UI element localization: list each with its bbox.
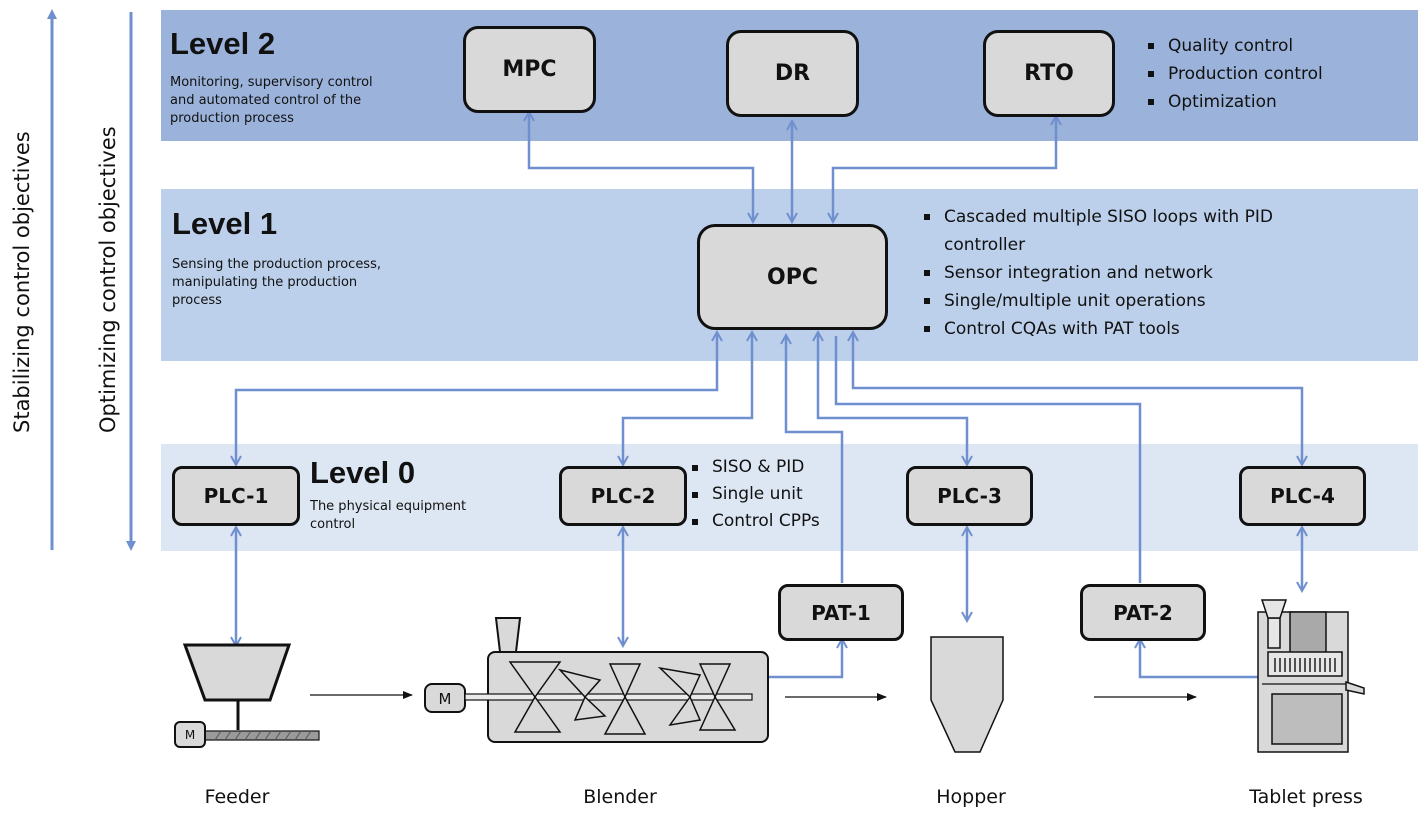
blender-label: Blender	[583, 786, 657, 808]
link-mpc-opc	[529, 113, 753, 221]
pat-1-box: PAT-1	[778, 584, 904, 641]
plc-2-box: PLC-2	[559, 466, 687, 526]
level-2-bullets: Quality control Production control Optim…	[1146, 32, 1323, 116]
pat-2-box: PAT-2	[1080, 584, 1206, 641]
level-1-description: Sensing the production process, manipula…	[172, 257, 381, 308]
plc-3-box: PLC-3	[906, 466, 1033, 526]
feeder-motor-label: M	[185, 728, 195, 742]
blender-icon	[424, 617, 769, 743]
link-press-pat2	[1140, 640, 1258, 679]
tablet-press-icon	[1257, 599, 1365, 753]
link-blender-pat1	[768, 640, 842, 679]
level-2-bullet: Optimization	[1146, 88, 1323, 116]
level-0-bullets: SISO & PID Single unit Control CPPs	[690, 454, 820, 535]
tablet-press-label: Tablet press	[1249, 786, 1363, 808]
feeder-icon	[174, 643, 320, 748]
link-opc-plc4	[853, 333, 1302, 464]
mpc-box: MPC	[463, 26, 596, 113]
level-1-bullets: Cascaded multiple SISO loops with PID co…	[922, 203, 1273, 343]
level-1-bullet: Single/multiple unit operations	[922, 287, 1273, 315]
level-0-description: The physical equipment control	[310, 499, 467, 532]
link-pat2-opc	[834, 336, 1142, 583]
plc-4-box: PLC-4	[1239, 466, 1366, 526]
link-pat1-opc	[786, 336, 844, 583]
level-1-title: Level 1	[172, 206, 278, 241]
opc-box: OPC	[697, 224, 888, 330]
dr-box: DR	[726, 30, 859, 117]
plc-1-box: PLC-1	[172, 466, 300, 526]
rto-box: RTO	[983, 30, 1115, 117]
level-2-title: Level 2	[170, 26, 276, 61]
level-1-bullet: Cascaded multiple SISO loops with PID	[922, 203, 1273, 231]
level-2-bullet: Production control	[1146, 60, 1323, 88]
level-0-title: Level 0	[310, 455, 416, 490]
level-1-bullet-continuation: controller	[944, 235, 1026, 255]
hopper-label: Hopper	[936, 786, 1006, 808]
level-2-description: Monitoring, supervisory control and auto…	[170, 75, 373, 126]
level-0-bullet: Single unit	[690, 481, 820, 508]
blender-motor-label: M	[439, 690, 452, 708]
feeder-label: Feeder	[204, 786, 270, 808]
level-0-bullet: SISO & PID	[690, 454, 820, 481]
level-1-bullet: Sensor integration and network	[922, 259, 1273, 287]
level-0-bullet: Control CPPs	[690, 508, 820, 535]
link-opc-plc2	[623, 333, 752, 464]
hopper-icon	[930, 636, 1004, 753]
level-1-bullet: Control CQAs with PAT tools	[922, 315, 1273, 343]
link-rto-opc	[833, 117, 1056, 221]
level-2-bullet: Quality control	[1146, 32, 1323, 60]
